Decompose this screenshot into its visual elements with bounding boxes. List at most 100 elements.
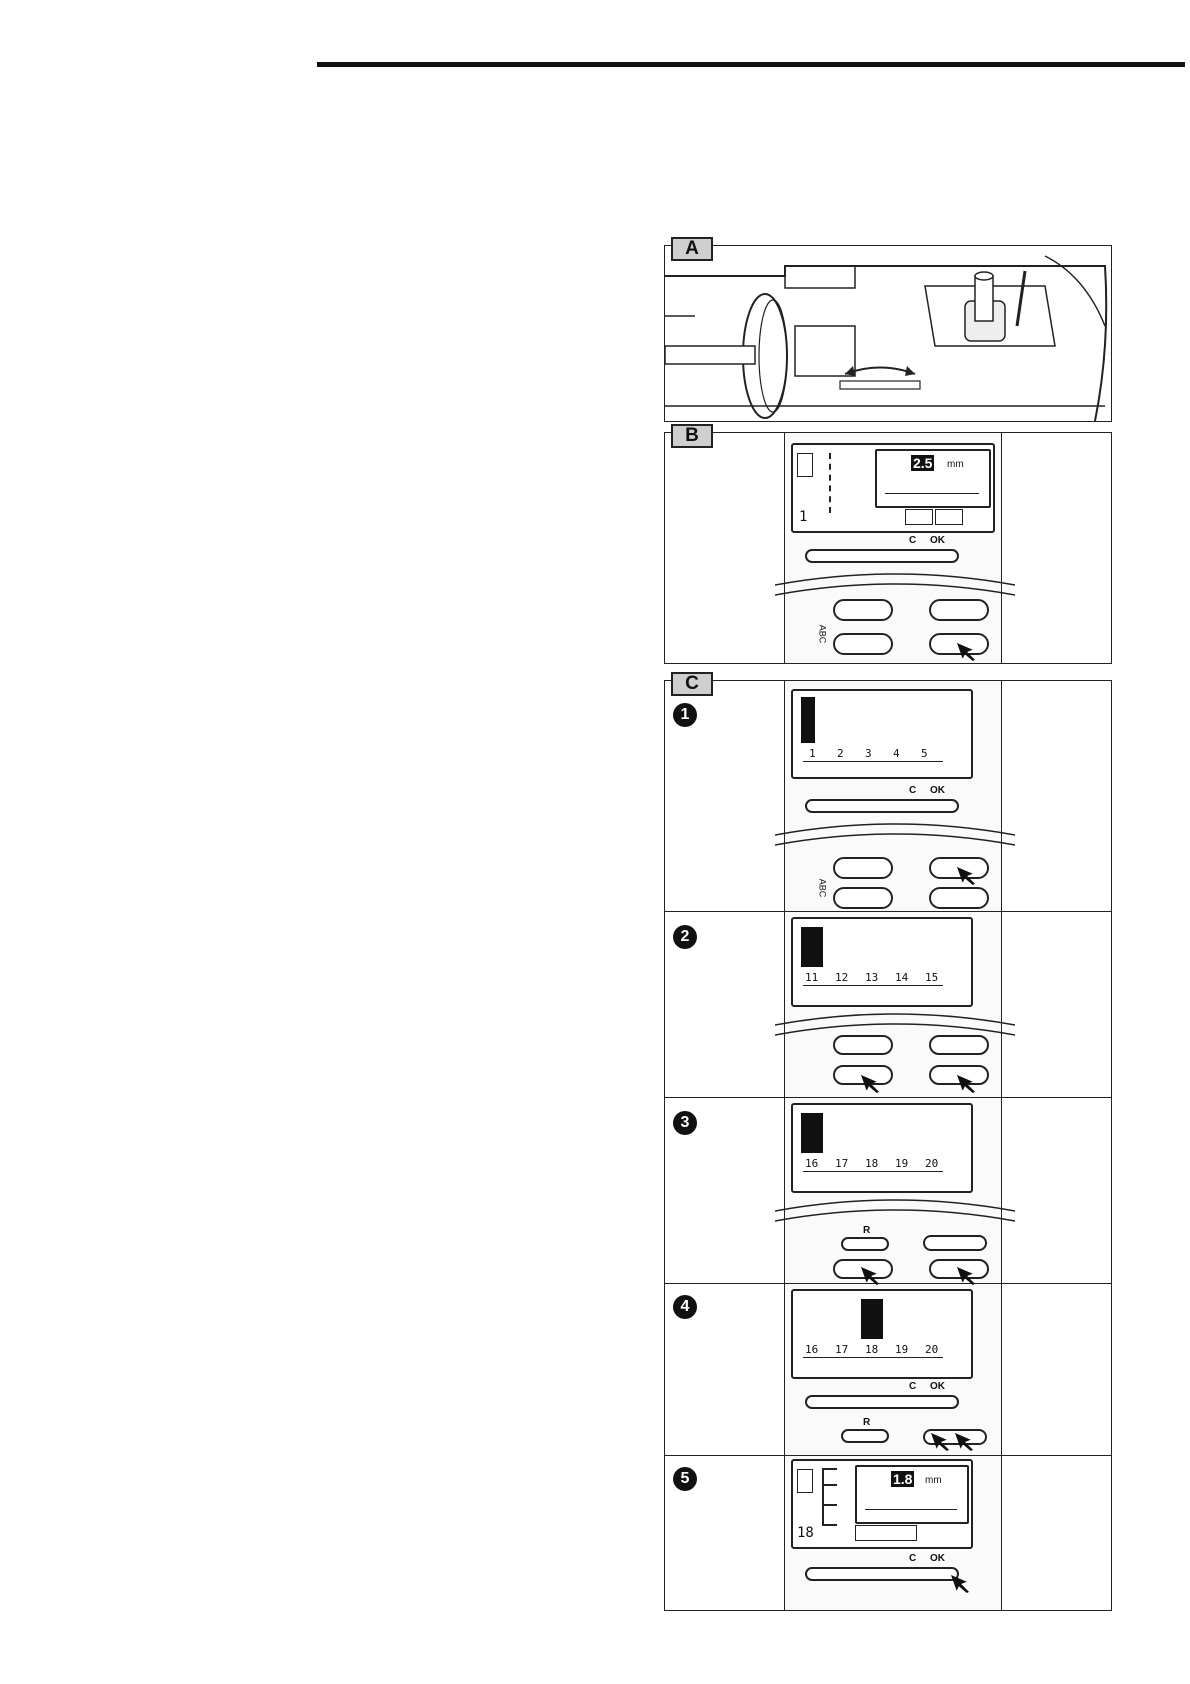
value-window: 1.8 mm [855,1465,969,1524]
pattern-number-label: 4 [893,747,900,760]
press-arrow-icon [951,1575,969,1593]
selected-pattern-highlight [801,697,815,743]
reverse-button-label: R [863,1225,871,1236]
ok-button-label: OK [930,1381,945,1392]
step-2-lcd: 11 12 13 14 15 [791,917,973,1007]
presser-foot-icon [797,1469,813,1493]
lcd-tab-row [803,761,943,774]
clear-button-label: C [909,535,917,546]
step-5-top-buttons: C OK [805,1553,985,1583]
ok-button-label: OK [930,785,945,796]
panel-c-tag: C [671,672,713,696]
selected-pattern-highlight [801,927,823,967]
utility-stitch-button[interactable] [833,599,893,621]
selected-pattern-highlight [861,1299,883,1339]
pattern-number: 1 [799,509,808,525]
reverse-button[interactable] [841,1429,889,1443]
press-arrow-icon [957,643,975,661]
pattern-number-label: 14 [895,971,909,984]
step-3-lcd: 16 17 18 19 20 [791,1103,973,1193]
step-4-lcd: 16 17 18 19 20 [791,1289,973,1379]
step-2-badge: 2 [673,925,697,949]
function-button-bar[interactable] [805,799,959,813]
lcd-tab-row [803,1171,943,1184]
step-5-lcd: 18 1.8 mm [791,1459,973,1549]
step-3-badge: 3 [673,1111,697,1135]
presser-foot-icon [797,453,813,477]
pattern-number-label: 2 [837,747,844,760]
pattern-number-label: 18 [865,1157,879,1170]
lcd-tab-row [875,509,987,525]
selected-pattern-highlight [801,1113,823,1153]
pattern-number-label: 19 [895,1157,909,1170]
decorative-stitch-button[interactable] [929,599,989,621]
pattern-number-label: 3 [865,747,872,760]
value-window: 2.5 mm [875,449,991,508]
press-arrow-icon [861,1075,879,1093]
press-arrow-icon [861,1267,879,1285]
value-scale [885,485,979,494]
stitch-length-value: 2.5 [911,455,935,471]
pattern-number-label: 19 [895,1343,909,1356]
clear-button-label: C [909,1553,917,1564]
pattern-number-label: 13 [865,971,879,984]
panel-b-top-buttons: C OK [805,535,985,565]
stitch-length-unit: mm [947,459,964,470]
lcd-tab-row [803,1357,943,1370]
abc-label: ABC [817,878,828,898]
panel-a-tag: A [671,237,713,261]
buttonhole-button[interactable] [929,887,989,909]
pattern-number-label: 12 [835,971,849,984]
step-4-top-buttons: C OK [805,1381,985,1411]
pattern-number-label: 20 [925,1343,939,1356]
pattern-number-label: 17 [835,1343,849,1356]
next-page-button[interactable] [929,1035,989,1055]
value-scale [865,1501,957,1510]
panel-c: C 1 1 2 3 4 5 C OK ABC [664,672,1112,1611]
step-4-section: 4 16 17 18 19 20 C OK R [665,1283,1111,1456]
press-arrow-icon [957,867,975,885]
pattern-number-label: 1 [809,747,816,760]
previous-page-button[interactable] [833,1035,893,1055]
utility-stitch-button[interactable] [833,857,893,879]
function-button-bar[interactable] [805,549,959,563]
header-rule [317,62,1185,67]
step-1-lcd: 1 2 3 4 5 [791,689,973,779]
straight-stitch-icon [829,453,833,513]
scroll-right-button[interactable] [929,1065,989,1085]
step-2-section: 2 11 12 13 14 15 [665,911,1111,1098]
step-4-badge: 4 [673,1295,697,1319]
scroll-left-button[interactable] [833,1065,893,1085]
step-2-break-wave [775,1013,1015,1036]
abc-label: ABC [817,624,828,644]
press-arrow-icon [931,1433,949,1451]
pattern-number-label: 16 [805,1157,819,1170]
step-5-section: 5 18 1.8 mm C OK [665,1455,1111,1610]
clear-button-label: C [909,785,917,796]
reverse-button-label: R [863,1417,871,1428]
machine-top-illustration [665,255,1108,421]
pattern-number: 18 [797,1525,814,1541]
ok-button-label: OK [930,1553,945,1564]
pattern-number-label: 11 [805,971,819,984]
function-button-bar[interactable] [805,1567,959,1581]
letter-button[interactable] [833,633,893,655]
pattern-number-label: 20 [925,1157,939,1170]
press-arrow-icon [957,1267,975,1285]
panel-b-lcd: 1 2.5 mm [791,443,995,533]
panel-b-tag: B [671,424,713,448]
step-1-break-wave [775,823,1015,846]
step-1-badge: 1 [673,703,697,727]
stitch-width-unit: mm [925,1475,942,1486]
pattern-number-label: 17 [835,1157,849,1170]
width-adjust-button[interactable] [923,1235,987,1251]
panel-a: A [664,237,1112,422]
reverse-button[interactable] [841,1237,889,1251]
lcd-tab-row [803,985,943,998]
function-button-bar[interactable] [805,1395,959,1409]
letter-button[interactable] [833,887,893,909]
step-1-section: 1 1 2 3 4 5 C OK ABC [665,681,1111,912]
stitch-width-value: 1.8 [891,1471,915,1487]
ok-button-label: OK [930,535,945,546]
lcd-tab-row [855,1525,917,1541]
